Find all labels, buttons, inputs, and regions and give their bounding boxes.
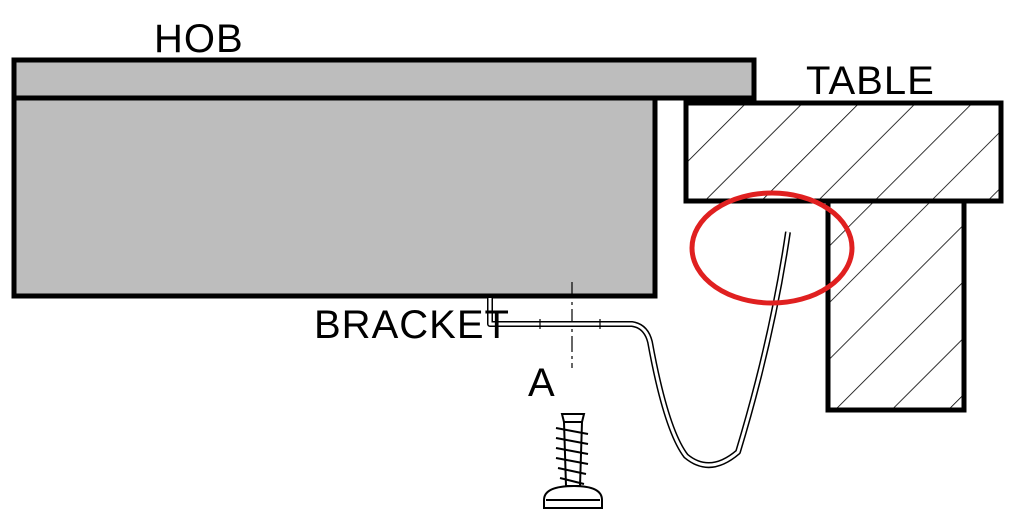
- table-label: TABLE: [806, 59, 935, 103]
- hob-label: HOB: [154, 17, 244, 61]
- highlight-circle: [689, 190, 855, 306]
- hob-top-plate: [11, 57, 757, 101]
- table-top: [683, 100, 1004, 204]
- bracket-label: BRACKET: [314, 303, 510, 347]
- hob-body: [11, 95, 658, 299]
- screw-icon: [543, 413, 603, 509]
- point-a-label: A: [528, 361, 556, 405]
